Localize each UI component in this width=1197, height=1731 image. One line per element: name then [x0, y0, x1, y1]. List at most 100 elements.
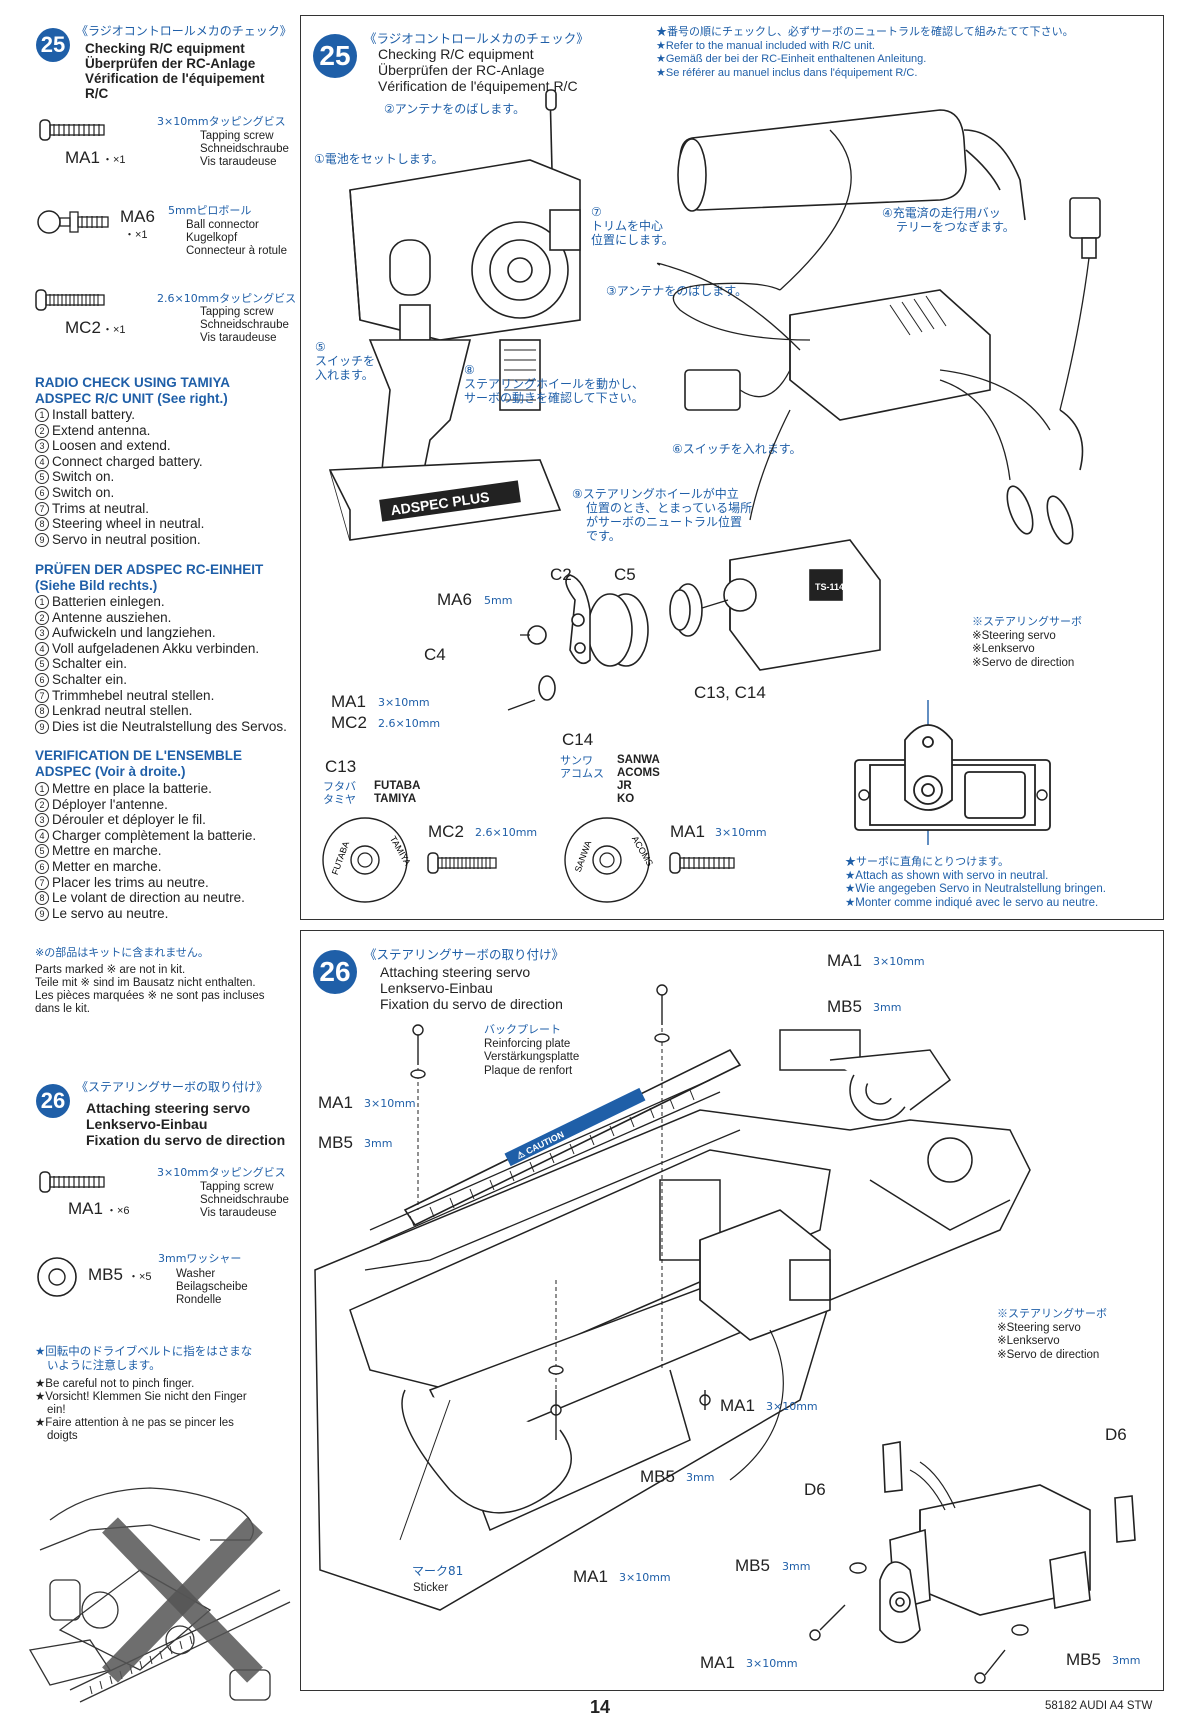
label-mc2-size: 2.6×10mm [378, 717, 441, 730]
label-ma6-size: 5mm [484, 594, 513, 607]
radio-en-step-text: Loosen and extend. [52, 438, 171, 454]
step-number-icon: 2 [35, 423, 49, 438]
radio-de-step-text: Voll aufgeladenen Akku verbinden. [52, 640, 260, 656]
part26-ma1-qty: ・×6 [106, 1205, 130, 1217]
label-c13-c14: C13, C14 [694, 683, 766, 702]
battery-receiver-illustration [656, 109, 1101, 545]
s26-mb5-top-size: 3mm [873, 1001, 902, 1014]
c25-mc2-size: 2.6×10mm [475, 826, 538, 839]
servo-model-label: TS-1148 [815, 582, 849, 592]
radio-de-step-text: Batterien einlegen. [52, 594, 165, 609]
part-mc2-qty: ・×1 [102, 324, 126, 336]
model-code: 58182 AUDI A4 STW [1045, 1700, 1153, 1712]
s26-ma1-top: MA1 [827, 951, 862, 970]
step-26-left-title-fr: Fixation du servo de direction [86, 1132, 286, 1148]
s26-mb5-right-size: 3mm [782, 1560, 811, 1573]
step-number-icon: 4 [35, 828, 49, 843]
step-26-main-jp-title: 《ステアリングサーボの取り付け》 [364, 947, 565, 962]
sticker-label: Sticker [413, 1582, 449, 1594]
transmitter-illustration: ADSPEC PLUS [328, 89, 581, 541]
radio-en-step-text: Servo in neutral position. [52, 531, 201, 547]
s26-ma1-bottom-size: 3×10mm [619, 1571, 671, 1584]
step-25-title-fr: Vérification de l'équipement R/C [85, 71, 265, 101]
ball-connector-icon [37, 210, 109, 234]
s26-mb5-left-size: 3mm [364, 1137, 393, 1150]
radio-check-de-heading: PRÜFEN DER ADSPEC RC-EINHEIT(Siehe Bild … [35, 562, 264, 593]
part26-ma1-jp: 3×10mmタッピングビス [157, 1166, 286, 1179]
not-in-kit-note: Parts marked ※ are not in kit.Teile mit … [35, 964, 265, 1015]
s26-d6-right: D6 [1105, 1425, 1127, 1444]
chassis-illustration: ⚠ CAUTION [314, 984, 1031, 1611]
washer-icon [37, 1257, 77, 1297]
step-26-badge-main: 26 [313, 950, 357, 994]
step-25-badge-main: 25 [313, 34, 357, 78]
label-c4: C4 [424, 645, 446, 664]
step-26-frame [300, 930, 1164, 1691]
step-26-left-badge: 26 [36, 1084, 70, 1118]
label-c5: C5 [614, 565, 636, 584]
step-25-notes: ★番号の順にチェックし、必ずサーボのニュートラルを確認して組みたてて下さい。 ★… [656, 26, 1074, 79]
part26-mb5-qty: ・×5 [128, 1271, 152, 1283]
step-number-icon: 5 [35, 470, 49, 485]
servo-mount-detail [809, 1441, 1136, 1684]
part26-ma1-code: MA1 [68, 1199, 103, 1218]
s26-ma1-top-size: 3×10mm [873, 955, 925, 968]
step-number-icon: 9 [35, 906, 49, 921]
part-ma6-code: MA6 [120, 207, 155, 226]
s26-mb5-bottom-right-size: 3mm [1112, 1654, 1141, 1667]
step-number-icon: 5 [35, 657, 49, 672]
step-number-icon: 1 [35, 408, 49, 422]
step-number-icon: 1 [35, 595, 49, 609]
step-25-title-de: Überprüfen der RC-Anlage [85, 56, 256, 71]
radio-fr-step-text: Charger complètement la batterie. [52, 827, 257, 843]
not-in-kit-jp: ※の部品はキットに含まれません。 [35, 946, 209, 959]
tapping-screw-small-icon [427, 852, 497, 874]
c14-jp: サンワアコムス [560, 754, 604, 780]
step-25-frame [300, 15, 1164, 920]
radio-en-step-text: Trims at neutral. [52, 500, 150, 516]
c14-disc: SANWA ACOMS [564, 817, 655, 903]
radio-de-step-text: Lenkrad neutral stellen. [52, 703, 193, 719]
s26-mb5-right: MB5 [735, 1556, 770, 1575]
c13-disc: FUTABA TAMIYA [322, 817, 413, 903]
page-number: 14 [590, 1697, 611, 1717]
radio-de-step-text: Antenne ausziehen. [52, 609, 172, 625]
radio-en-step-text: Install battery. [52, 407, 136, 422]
radio-fr-step-text: Metter en marche. [52, 858, 162, 874]
c25-ma1-label: MA1 [670, 822, 705, 841]
caution-text: ★Be careful not to pinch finger.★Vorsich… [35, 1378, 247, 1442]
servo-note-25: ※ステアリングサーボ ※Steering servo※Lenkservo※Ser… [972, 616, 1082, 669]
s26-ma1-left: MA1 [318, 1093, 353, 1112]
c13-jp: フタバタミヤ [323, 780, 356, 806]
step-number-icon: 7 [35, 501, 49, 516]
part-ma6-jp: 5mmピロボール [168, 204, 252, 217]
step-number-icon: 4 [35, 641, 49, 656]
step-26-left-title-en: Attaching steering servo [86, 1100, 251, 1116]
s26-ma1-bottom-2: MA1 [700, 1653, 735, 1672]
radio-fr-step-text: Dérouler et déployer le fil. [52, 812, 206, 828]
step-25-main-jp-title: 《ラジオコントロールメカのチェック》 [364, 31, 589, 46]
step-26-left-title-de: Lenkservo-Einbau [86, 1116, 208, 1132]
radio-de-step-text: Trimmhebel neutral stellen. [52, 687, 215, 703]
step-number-icon: 2 [35, 797, 49, 812]
radio-fr-step-text: Mettre en marche. [52, 843, 162, 859]
step-number-icon: 8 [35, 891, 49, 906]
